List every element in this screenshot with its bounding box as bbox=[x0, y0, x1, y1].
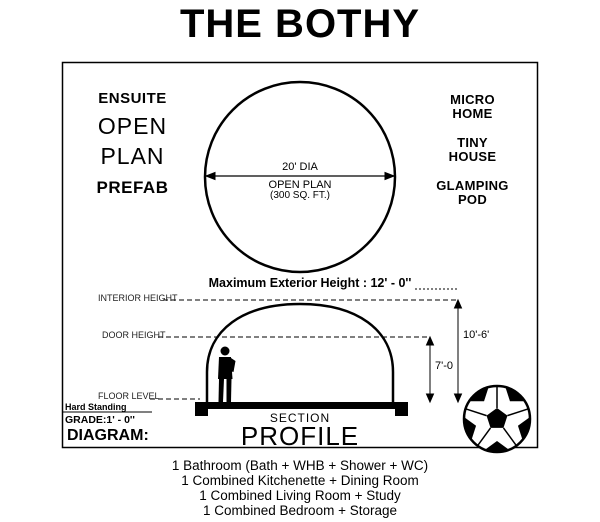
label-ensuite: ENSUITE bbox=[98, 90, 167, 107]
diagram-label: DIAGRAM: bbox=[67, 427, 149, 444]
page-title: THE BOTHY bbox=[179, 2, 421, 46]
hard-standing-label: Hard Standing bbox=[65, 402, 127, 412]
label-plan: PLAN bbox=[100, 143, 165, 169]
person-silhouette-icon bbox=[218, 346, 236, 402]
plan-circle bbox=[203, 80, 397, 274]
door-height-dim-value: 7'-0 bbox=[435, 360, 453, 372]
room-list-item: 1 Combined Living Room + Study bbox=[199, 488, 401, 503]
interior-height-dimension bbox=[453, 298, 463, 404]
label-glamping: GLAMPING bbox=[436, 178, 509, 193]
grade-label: GRADE:1' - 0'' bbox=[65, 414, 135, 426]
floor-level-label: FLOOR LEVEL bbox=[98, 391, 160, 401]
diameter-arrow bbox=[204, 171, 396, 181]
label-open: OPEN bbox=[97, 113, 168, 139]
label-house: HOUSE bbox=[448, 149, 497, 164]
room-list-item: 1 Combined Kitchenette + Dining Room bbox=[181, 473, 419, 488]
dome-profile-outline bbox=[205, 302, 395, 402]
interior-height-label: INTERIOR HEIGHT bbox=[98, 293, 178, 303]
door-height-dimension bbox=[425, 335, 435, 404]
room-list-item: 1 Combined Bedroom + Storage bbox=[203, 503, 397, 518]
door-height-label: DOOR HEIGHT bbox=[102, 330, 166, 340]
max-exterior-height-label: Maximum Exterior Height : 12' - 0'' bbox=[208, 276, 412, 290]
circle-diameter-label: 20' DIA bbox=[282, 161, 318, 173]
diagram-border bbox=[61, 61, 539, 449]
section-profile bbox=[62, 288, 463, 416]
label-pod: POD bbox=[457, 192, 488, 207]
label-micro: MICRO bbox=[450, 92, 495, 107]
label-tiny: TINY bbox=[457, 135, 488, 150]
interior-height-dim-value: 10'-6' bbox=[463, 329, 490, 341]
soccer-ball-icon bbox=[462, 384, 532, 454]
profile-label: PROFILE bbox=[240, 421, 360, 451]
circle-area-label: (300 SQ. FT.) bbox=[269, 190, 330, 201]
label-home: HOME bbox=[452, 106, 493, 121]
room-list-item: 1 Bathroom (Bath + WHB + Shower + WC) bbox=[171, 458, 429, 473]
section-label: SECTION bbox=[269, 411, 331, 425]
base-platform bbox=[195, 402, 408, 416]
label-prefab: PREFAB bbox=[96, 178, 169, 197]
circle-open-plan-label: OPEN PLAN bbox=[268, 179, 332, 191]
